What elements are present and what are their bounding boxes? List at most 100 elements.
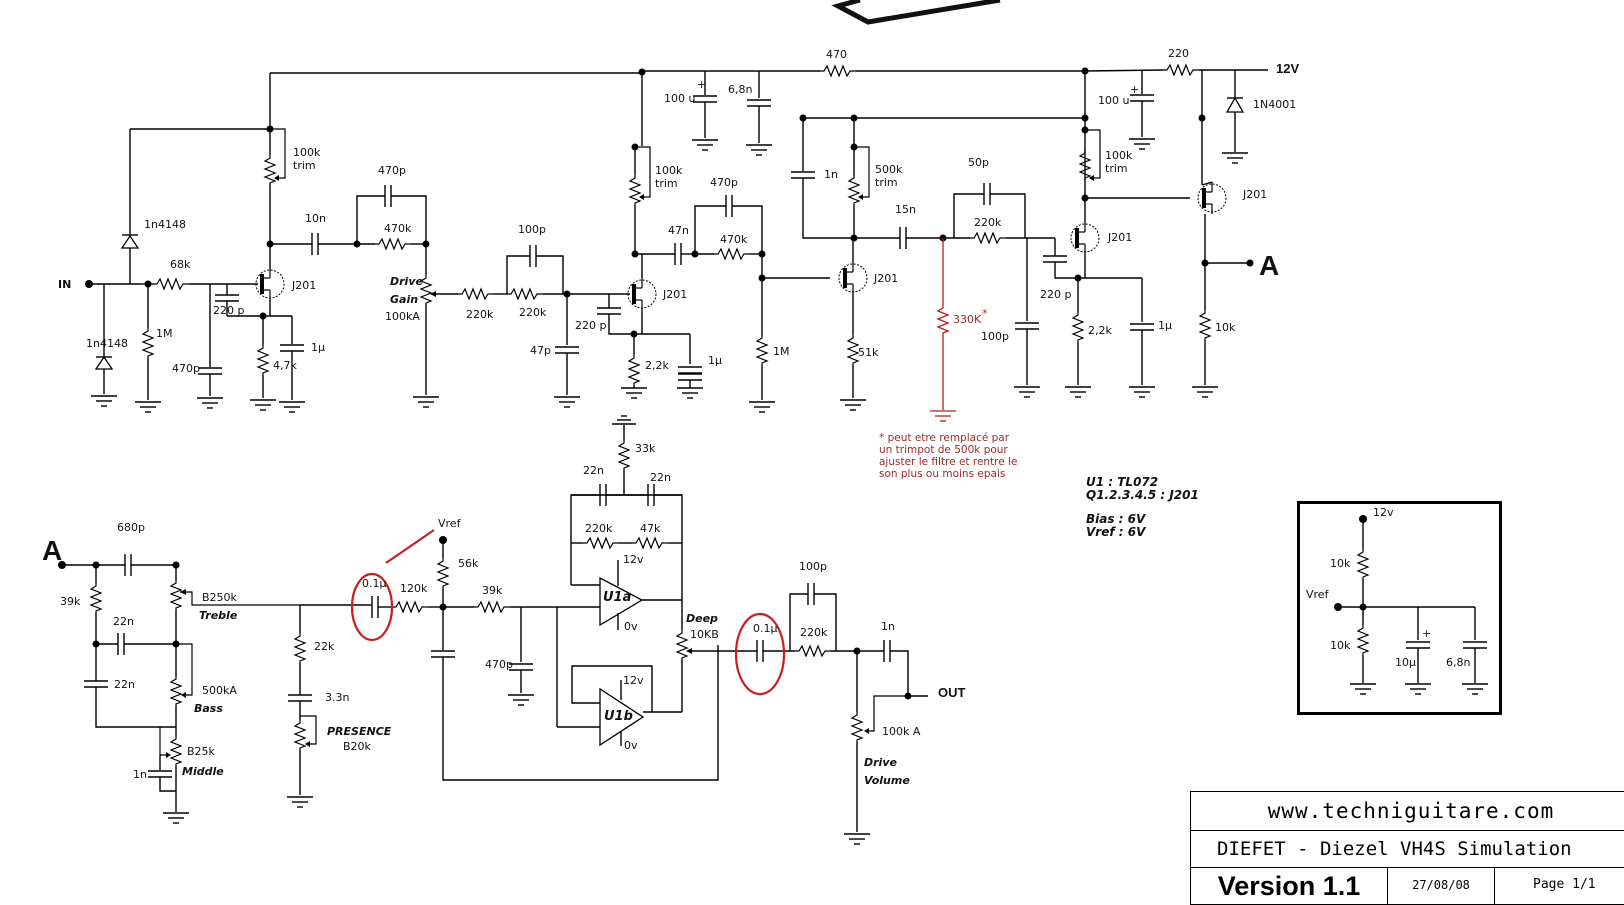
r1m-label: 1M: [156, 327, 173, 340]
s2-r470k-fb: 470k: [720, 233, 748, 246]
vref-circuit: +: [1334, 515, 1489, 695]
opamp-c22n-b: 22n: [650, 471, 671, 484]
parts-list: U1 : TL072 Q1.2.3.4.5 : J201 Bias : 6V V…: [1086, 476, 1199, 539]
middle-name: Middle: [182, 765, 224, 778]
s3-c1n: 1n: [824, 168, 838, 181]
s2-r22k: 2,2k: [645, 359, 669, 372]
d1-label: 1n4148: [144, 218, 186, 231]
q3-label: J201: [873, 272, 898, 285]
out-c01u-label: 0.1µ: [753, 622, 778, 635]
diode-1n4001-label: 1N4001: [1253, 98, 1296, 111]
s2-c470p-fb: 470p: [710, 176, 738, 189]
c1u-label: 1µ: [311, 341, 325, 354]
s2-c47p: 47p: [530, 344, 551, 357]
parts-bias: Bias : 6V: [1086, 512, 1146, 526]
out-label: OUT: [938, 685, 966, 700]
node-a-out-label: A: [1259, 250, 1279, 281]
red-note: * peut etre remplacé par un trimpot de 5…: [879, 432, 1017, 480]
c470p-label: 470p: [172, 362, 200, 375]
r-470-label: 470: [826, 48, 847, 61]
svg-text:+: +: [697, 78, 706, 91]
s3-r330k-mark: *: [982, 307, 988, 320]
stage-1: [85, 125, 458, 413]
out-c100p: 100p: [799, 560, 827, 573]
trim3-sub: trim: [875, 176, 898, 189]
vref-node-label: Vref: [1306, 588, 1330, 601]
volume-value: 100k A: [882, 725, 921, 738]
ts-c680p: 680p: [117, 521, 145, 534]
stage-4: [1042, 129, 1190, 398]
vref-r-top: 10k: [1330, 557, 1351, 570]
drive-gain-name-2: Gain: [390, 293, 418, 306]
middle-value: B25k: [187, 745, 216, 758]
s3-r51k: 51k: [858, 346, 879, 359]
volume-name-1: Drive: [864, 756, 897, 769]
c-100u-b-label: 100 u: [1098, 94, 1129, 107]
parts-q: Q1.2.3.4.5 : J201: [1086, 488, 1199, 502]
opamp-section: [350, 415, 740, 781]
s3-c15n: 15n: [895, 203, 916, 216]
u1a-12v: 12v: [623, 553, 644, 566]
opamp-r33k: 33k: [635, 442, 656, 455]
opamp-vref-label: Vref: [438, 517, 462, 530]
trim1-sub: trim: [293, 159, 316, 172]
trim2-sub: trim: [655, 177, 678, 190]
trim3-label: 500k: [875, 163, 903, 176]
r68k-label: 68k: [170, 258, 191, 271]
opamp-r220k: 220k: [585, 522, 613, 535]
title-page: Page 1/1: [1533, 877, 1596, 892]
svg-text:+: +: [1422, 627, 1431, 640]
title-date: 27/08/08: [1388, 868, 1495, 904]
ts-c1n: 1n: [133, 768, 147, 781]
treble-name: Treble: [199, 609, 238, 622]
vref-c6n8: 6,8n: [1446, 656, 1470, 669]
ts-r39k: 39k: [60, 595, 81, 608]
svg-text:+: +: [1130, 83, 1139, 96]
q4-label: J201: [1107, 231, 1132, 244]
trim4-label: 100k: [1105, 149, 1133, 162]
r-220-label: 220: [1168, 47, 1189, 60]
opamp-r56k: 56k: [458, 557, 479, 570]
q2-label: J201: [662, 288, 687, 301]
q5-label: J201: [1242, 188, 1267, 201]
opamp-r120k: 120k: [400, 582, 428, 595]
c-6n8-label: 6,8n: [728, 83, 752, 96]
r470k-fb-label: 470k: [384, 222, 412, 235]
pres-c33n: 3.3n: [325, 691, 349, 704]
supply-12v-label: 12V: [1276, 61, 1299, 76]
s2-c100p: 100p: [518, 223, 546, 236]
red-note-line: un trimpot de 500k pour: [879, 444, 1008, 456]
presence-value: B20k: [343, 740, 372, 753]
u1b-12v: 12v: [623, 674, 644, 687]
ts-c22n-b: 22n: [114, 678, 135, 691]
s2-r1m: 1M: [773, 345, 790, 358]
s3-c50p: 50p: [968, 156, 989, 169]
s3-r220k: 220k: [974, 216, 1002, 229]
output-section: [734, 582, 928, 845]
bass-value: 500kA: [202, 684, 237, 697]
c470p-fb-label: 470p: [378, 164, 406, 177]
u1a-0v: 0v: [624, 620, 638, 633]
red-note-line: son plus ou moins epais: [879, 468, 1006, 480]
s3-r330k-red: 330K: [953, 313, 982, 326]
u1a-label: U1a: [603, 590, 631, 605]
red-note-line: ajuster le filtre et rentre le: [879, 456, 1018, 468]
title-version: Version 1.1: [1191, 868, 1388, 904]
u1b-0v: 0v: [624, 739, 638, 752]
opamp-c470p: 470p: [485, 658, 513, 671]
s4-c220p: 220 p: [1040, 288, 1071, 301]
tone-stack: [58, 553, 365, 824]
node-a-in-label: A: [42, 535, 62, 566]
s2-c220p: 220 p: [575, 319, 606, 332]
s5-r10k: 10k: [1215, 321, 1236, 334]
deep-name: Deep: [686, 612, 718, 625]
q1-label: J201: [291, 279, 316, 292]
u1b-label: U1b: [604, 709, 633, 724]
treble-value: B250k: [202, 591, 238, 604]
s2-r220k-a: 220k: [466, 308, 494, 321]
c220p-label: 220 p: [213, 304, 244, 317]
stage-5: [1191, 180, 1254, 398]
s4-r22k: 2,2k: [1088, 324, 1112, 337]
s4-c1u: 1µ: [1158, 319, 1172, 332]
